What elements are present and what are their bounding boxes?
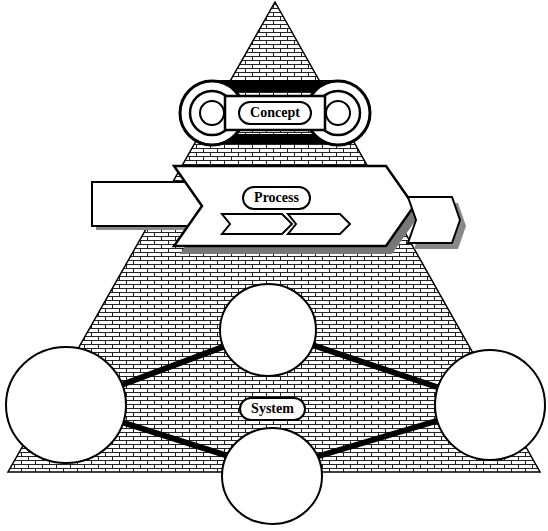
concept-ornament [180, 80, 370, 145]
node-label: Concept [250, 106, 300, 120]
node-label: System [251, 402, 294, 416]
label-pill: System [239, 397, 306, 421]
process-arrows [92, 166, 466, 254]
node-label: Process [254, 191, 299, 205]
system-network [6, 284, 545, 524]
label-pill: Concept [238, 101, 312, 125]
label-pill: Process [242, 186, 311, 210]
